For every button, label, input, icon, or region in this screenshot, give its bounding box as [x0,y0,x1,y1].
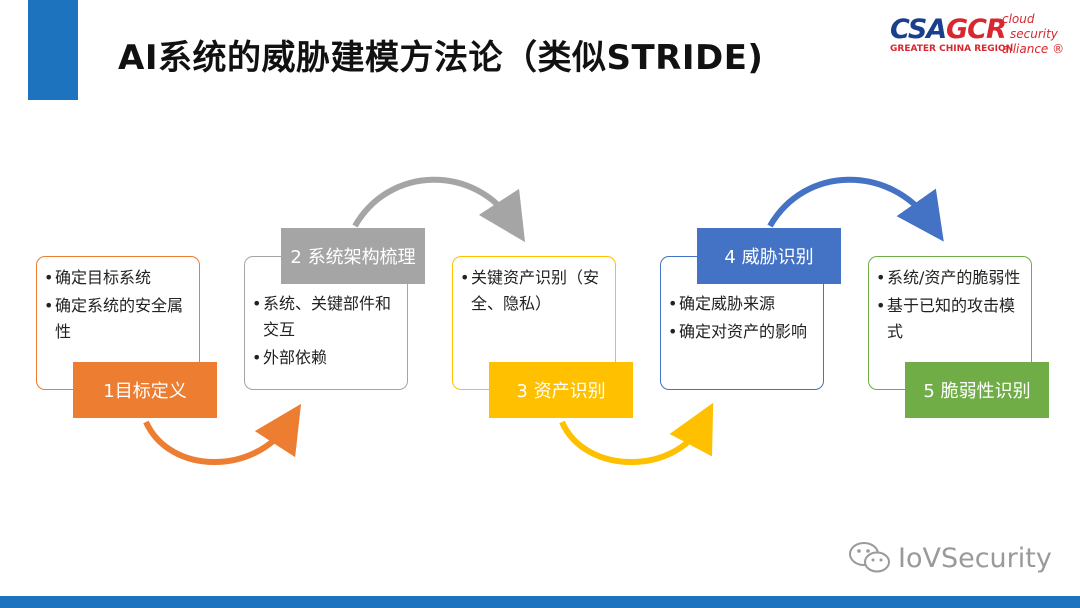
step3-item-1: 关键资产识别（安全、隐私） [457,265,609,317]
step1-item-2: 确定系统的安全属性 [41,293,193,345]
step1-label: 1目标定义 [73,362,217,418]
arrow-step1-to-step2 [143,403,302,465]
step2-item-2: 外部依赖 [249,345,401,371]
csa-gcr-logo: CSA GCR cloud security alliance ® GREATE… [888,10,1068,60]
logo-csa-text: CSA [890,14,947,45]
step1-item-1: 确定目标系统 [41,265,193,291]
step4-label: 4 威胁识别 [697,228,841,284]
step5-item-1: 系统/资产的脆弱性 [873,265,1025,291]
arrow-step4-to-step5 [767,176,944,242]
wechat-icon [849,542,890,573]
logo-word-cloud: cloud [1002,12,1035,26]
logo-word-alliance: alliance ® [1002,42,1065,56]
step4-item-1: 确定威胁来源 [665,291,817,317]
step2-item-1: 系统、关键部件和交互 [249,291,401,343]
arrow-step3-to-step4 [559,402,714,465]
step2-label: 2 系统架构梳理 [281,228,425,284]
logo-word-security: security [1010,27,1058,41]
step5-item-2: 基于已知的攻击模式 [873,293,1025,345]
step3-label: 3 资产识别 [489,362,633,418]
step5-label: 5 脆弱性识别 [905,362,1049,418]
bottom-accent-bar [0,596,1080,608]
arrow-step2-to-step3 [352,176,526,243]
title-accent-bar [28,0,78,100]
logo-gcr-text: GCR [946,14,1007,45]
watermark-text: IoVSecurity [898,542,1052,574]
iovsecurity-watermark: IoVSecurity [848,538,1052,578]
step4-item-2: 确定对资产的影响 [665,319,817,345]
logo-region-text: GREATER CHINA REGION [890,44,1014,54]
slide-title: AI系统的威胁建模方法论（类似STRIDE) [118,38,764,78]
